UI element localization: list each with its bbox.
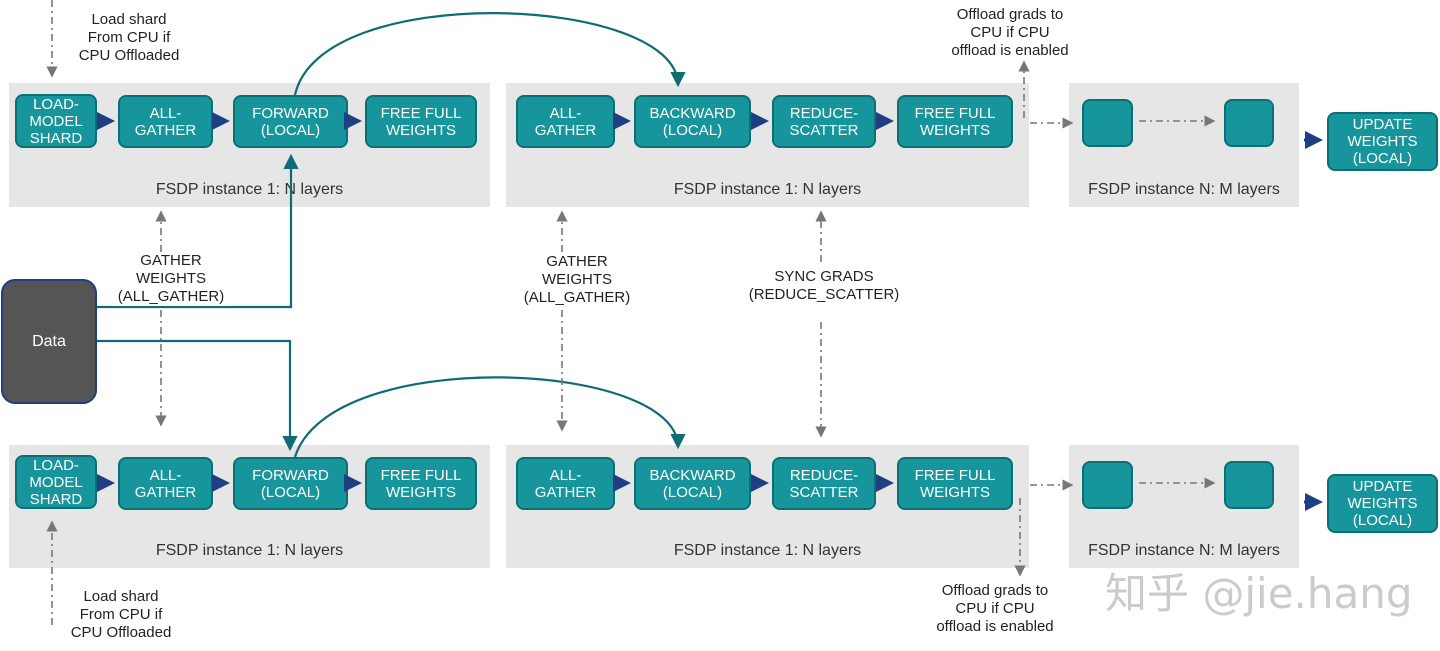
all-gather-bwd-box: ALL- GATHER bbox=[516, 457, 615, 510]
data-box: Data bbox=[1, 279, 97, 404]
panel-label: FSDP instance 1: N layers bbox=[155, 181, 344, 198]
layer-box-first bbox=[1082, 99, 1133, 147]
comm-dashed-lines bbox=[46, 0, 1216, 625]
all-gather-fwd-box: ALL- GATHER bbox=[118, 95, 213, 148]
panel-label: FSDP instance 1: N layers bbox=[673, 181, 862, 198]
pipeline-arrows-row1 bbox=[97, 112, 1323, 149]
pipeline-arrows-row2 bbox=[97, 474, 1323, 511]
layer-box-first bbox=[1082, 461, 1133, 509]
backward-box: BACKWARD (LOCAL) bbox=[634, 457, 751, 510]
watermark: 知乎 @jie.hang bbox=[1105, 569, 1413, 618]
panel-label: FSDP instance 1: N layers bbox=[155, 542, 344, 559]
fwd-to-bwd-curve-row2 bbox=[293, 376, 686, 458]
panel-label: FSDP instance N: M layers bbox=[1088, 542, 1280, 559]
data-to-forward-row1 bbox=[97, 153, 299, 309]
fwd-to-bwd-curve-row1 bbox=[293, 12, 686, 96]
data-to-forward-row2 bbox=[97, 339, 298, 452]
layer-box-last bbox=[1224, 461, 1274, 509]
load-shard-note: Load shard From CPU if CPU Offloaded bbox=[70, 588, 172, 641]
free-full-weights-fwd-box: FREE FULL WEIGHTS bbox=[365, 457, 477, 510]
panel-label: FSDP instance N: M layers bbox=[1088, 181, 1280, 198]
backward-box: BACKWARD (LOCAL) bbox=[634, 95, 751, 148]
gather-weights-note-left: GATHER WEIGHTS (ALL_GATHER) bbox=[112, 252, 230, 306]
offload-grads-note: Offload grads to CPU if CPU offload is e… bbox=[936, 582, 1054, 635]
free-full-weights-fwd-box: FREE FULL WEIGHTS bbox=[365, 95, 477, 148]
free-full-weights-bwd-box: FREE FULL WEIGHTS bbox=[897, 457, 1013, 510]
forward-box: FORWARD (LOCAL) bbox=[233, 95, 348, 148]
layer-box-last bbox=[1224, 99, 1274, 147]
sync-grads-note: SYNC GRADS (REDUCE_SCATTER) bbox=[744, 268, 904, 304]
free-full-weights-bwd-box: FREE FULL WEIGHTS bbox=[897, 95, 1013, 148]
reduce-scatter-box: REDUCE- SCATTER bbox=[772, 95, 876, 148]
forward-box: FORWARD (LOCAL) bbox=[233, 457, 348, 510]
gather-weights-note-mid: GATHER WEIGHTS (ALL_GATHER) bbox=[518, 253, 636, 307]
update-weights-box: UPDATE WEIGHTS (LOCAL) bbox=[1327, 112, 1438, 171]
all-gather-bwd-box: ALL- GATHER bbox=[516, 95, 615, 148]
load-model-shard-box: LOAD- MODEL SHARD bbox=[15, 94, 97, 148]
reduce-scatter-box: REDUCE- SCATTER bbox=[772, 457, 876, 510]
offload-grads-note: Offload grads to CPU if CPU offload is e… bbox=[951, 6, 1069, 59]
load-shard-note: Load shard From CPU if CPU Offloaded bbox=[78, 11, 180, 64]
panel-label: FSDP instance 1: N layers bbox=[673, 542, 862, 559]
update-weights-box: UPDATE WEIGHTS (LOCAL) bbox=[1327, 474, 1438, 533]
load-model-shard-box: LOAD- MODEL SHARD bbox=[15, 455, 97, 509]
